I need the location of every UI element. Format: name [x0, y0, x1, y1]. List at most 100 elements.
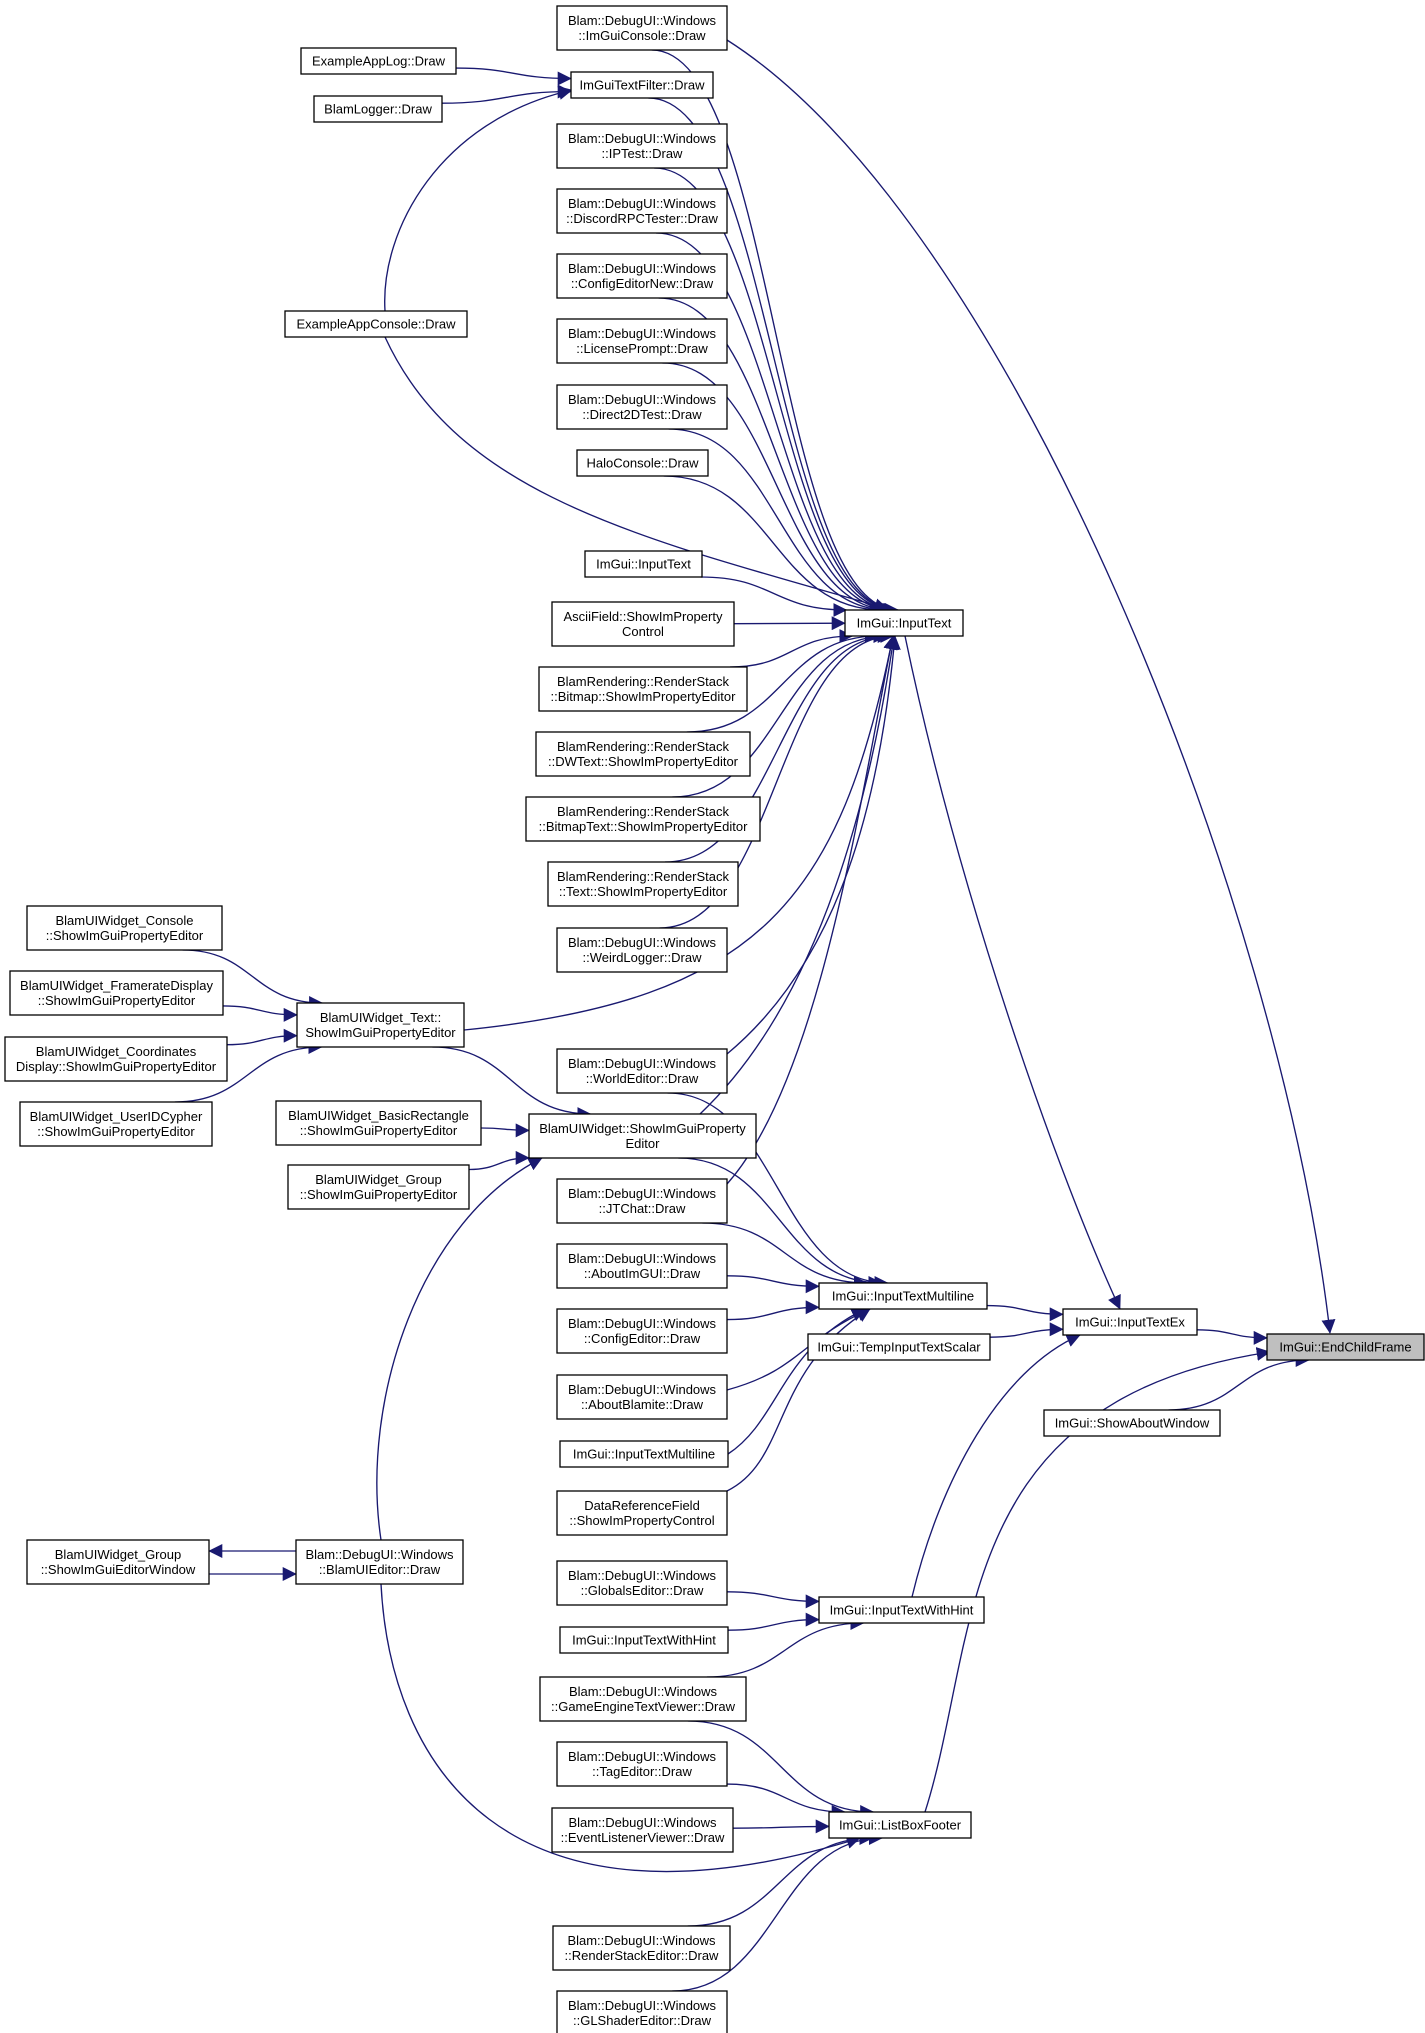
node-box-multiline2[interactable]: [559, 1440, 729, 1468]
node-multiline2[interactable]: ImGui::InputTextMultiline: [559, 1440, 729, 1468]
node-box-wgroup[interactable]: [287, 1164, 470, 1210]
node-box-jtchat[interactable]: [556, 1178, 728, 1224]
node-rstext[interactable]: BlamRendering::RenderStack::Text::ShowIm…: [547, 861, 739, 907]
node-confignew[interactable]: Blam::DebugUI::Windows::ConfigEditorNew:…: [556, 253, 728, 299]
node-box-renderstack[interactable]: [552, 1925, 731, 1971]
node-box-tempinput[interactable]: [807, 1333, 991, 1361]
node-box-glshader[interactable]: [556, 1990, 728, 2033]
node-multiline[interactable]: ImGui::InputTextMultiline: [818, 1282, 988, 1310]
node-bitmap[interactable]: BlamRendering::RenderStack::Bitmap::Show…: [538, 666, 748, 712]
node-box-globals[interactable]: [556, 1560, 728, 1606]
node-wcoords[interactable]: BlamUIWidget_CoordinatesDisplay::ShowImG…: [4, 1036, 228, 1082]
node-wgroupwin[interactable]: BlamUIWidget_Group::ShowImGuiEditorWindo…: [26, 1539, 210, 1585]
node-license[interactable]: Blam::DebugUI::Windows::LicensePrompt::D…: [556, 318, 728, 364]
node-tageditor[interactable]: Blam::DebugUI::Windows::TagEditor::Draw: [556, 1741, 728, 1787]
node-inputtext2[interactable]: ImGui::InputText: [584, 550, 703, 578]
node-box-halo[interactable]: [576, 449, 709, 477]
node-worldeditor[interactable]: Blam::DebugUI::Windows::WorldEditor::Dra…: [556, 1048, 728, 1094]
node-glshader[interactable]: Blam::DebugUI::Windows::GLShaderEditor::…: [556, 1990, 728, 2033]
node-withhint[interactable]: ImGui::InputTextWithHint: [818, 1596, 985, 1624]
node-box-inputtext2[interactable]: [584, 550, 703, 578]
node-eventlistener[interactable]: Blam::DebugUI::Windows::EventListenerVie…: [551, 1807, 734, 1853]
node-renderstack[interactable]: Blam::DebugUI::Windows::RenderStackEdito…: [552, 1925, 731, 1971]
node-widgetprop[interactable]: BlamUIWidget::ShowImGuiPropertyEditor: [528, 1113, 757, 1159]
node-box-license[interactable]: [556, 318, 728, 364]
node-box-wframerate[interactable]: [9, 970, 224, 1016]
node-box-tageditor[interactable]: [556, 1741, 728, 1787]
node-box-showabout[interactable]: [1043, 1409, 1221, 1437]
node-inputtextex[interactable]: ImGui::InputTextEx: [1062, 1308, 1198, 1336]
node-discord[interactable]: Blam::DebugUI::Windows::DiscordRPCTester…: [556, 188, 728, 234]
node-box-wtext[interactable]: [296, 1002, 465, 1048]
node-box-d2d[interactable]: [556, 384, 728, 430]
node-inputtext[interactable]: ImGui::InputText: [844, 609, 964, 637]
node-box-gametext[interactable]: [539, 1676, 747, 1722]
node-imguiconsole[interactable]: Blam::DebugUI::Windows::ImGuiConsole::Dr…: [556, 5, 728, 51]
node-weirdlogger[interactable]: Blam::DebugUI::Windows::WeirdLogger::Dra…: [556, 927, 728, 973]
node-box-aboutblamite[interactable]: [556, 1374, 728, 1420]
node-box-inputtext[interactable]: [844, 609, 964, 637]
node-endchild[interactable]: ImGui::EndChildFrame: [1266, 1333, 1425, 1361]
node-box-ascii[interactable]: [551, 601, 735, 647]
node-box-wuserid[interactable]: [19, 1101, 213, 1147]
node-aboutimgui[interactable]: Blam::DebugUI::Windows::AboutImGUI::Draw: [556, 1243, 728, 1289]
node-dwtext[interactable]: BlamRendering::RenderStack::DWText::Show…: [535, 731, 751, 777]
node-halo[interactable]: HaloConsole::Draw: [576, 449, 709, 477]
node-wuserid[interactable]: BlamUIWidget_UserIDCypher::ShowImGuiProp…: [19, 1101, 213, 1147]
node-showabout[interactable]: ImGui::ShowAboutWindow: [1043, 1409, 1221, 1437]
node-box-eventlistener[interactable]: [551, 1807, 734, 1853]
node-box-withhint[interactable]: [818, 1596, 985, 1624]
node-tempinput[interactable]: ImGui::TempInputTextScalar: [807, 1333, 991, 1361]
node-box-blamlogger[interactable]: [313, 95, 443, 123]
node-box-inputtextex[interactable]: [1062, 1308, 1198, 1336]
node-globals[interactable]: Blam::DebugUI::Windows::GlobalsEditor::D…: [556, 1560, 728, 1606]
node-box-wbasicrect[interactable]: [275, 1100, 482, 1146]
node-box-textfilter[interactable]: [570, 71, 714, 99]
node-d2d[interactable]: Blam::DebugUI::Windows::Direct2DTest::Dr…: [556, 384, 728, 430]
node-textfilter[interactable]: ImGuiTextFilter::Draw: [570, 71, 714, 99]
node-jtchat[interactable]: Blam::DebugUI::Windows::JTChat::Draw: [556, 1178, 728, 1224]
node-withhint2[interactable]: ImGui::InputTextWithHint: [559, 1626, 729, 1654]
node-dataref[interactable]: DataReferenceField::ShowImPropertyContro…: [556, 1490, 728, 1536]
node-box-multiline[interactable]: [818, 1282, 988, 1310]
node-applog[interactable]: ExampleAppLog::Draw: [300, 47, 457, 75]
node-wbasicrect[interactable]: BlamUIWidget_BasicRectangle::ShowImGuiPr…: [275, 1100, 482, 1146]
node-wgroup[interactable]: BlamUIWidget_Group::ShowImGuiPropertyEdi…: [287, 1164, 470, 1210]
node-box-wconsole[interactable]: [26, 905, 223, 951]
node-blamlogger[interactable]: BlamLogger::Draw: [313, 95, 443, 123]
node-box-dwtext[interactable]: [535, 731, 751, 777]
node-iptest[interactable]: Blam::DebugUI::Windows::IPTest::Draw: [556, 123, 728, 169]
node-box-confignew[interactable]: [556, 253, 728, 299]
node-box-wgroupwin[interactable]: [26, 1539, 210, 1585]
node-box-configeditor[interactable]: [556, 1308, 728, 1354]
node-configeditor[interactable]: Blam::DebugUI::Windows::ConfigEditor::Dr…: [556, 1308, 728, 1354]
node-box-weirdlogger[interactable]: [556, 927, 728, 973]
node-box-appconsole[interactable]: [284, 310, 468, 338]
node-box-uieditor[interactable]: [295, 1539, 464, 1585]
node-box-bitmap[interactable]: [538, 666, 748, 712]
node-box-endchild[interactable]: [1266, 1333, 1425, 1361]
node-aboutblamite[interactable]: Blam::DebugUI::Windows::AboutBlamite::Dr…: [556, 1374, 728, 1420]
node-box-widgetprop[interactable]: [528, 1113, 757, 1159]
node-wconsole[interactable]: BlamUIWidget_Console::ShowImGuiPropertyE…: [26, 905, 223, 951]
node-appconsole[interactable]: ExampleAppConsole::Draw: [284, 310, 468, 338]
node-box-rstext[interactable]: [547, 861, 739, 907]
node-wtext[interactable]: BlamUIWidget_Text::ShowImGuiPropertyEdit…: [296, 1002, 465, 1048]
node-uieditor[interactable]: Blam::DebugUI::Windows::BlamUIEditor::Dr…: [295, 1539, 464, 1585]
node-box-aboutimgui[interactable]: [556, 1243, 728, 1289]
node-box-bitmaptext[interactable]: [525, 796, 761, 842]
node-box-dataref[interactable]: [556, 1490, 728, 1536]
node-box-worldeditor[interactable]: [556, 1048, 728, 1094]
node-gametext[interactable]: Blam::DebugUI::Windows::GameEngineTextVi…: [539, 1676, 747, 1722]
node-box-applog[interactable]: [300, 47, 457, 75]
node-box-wcoords[interactable]: [4, 1036, 228, 1082]
node-box-imguiconsole[interactable]: [556, 5, 728, 51]
node-box-discord[interactable]: [556, 188, 728, 234]
node-listboxfooter[interactable]: ImGui::ListBoxFooter: [828, 1811, 972, 1839]
node-box-withhint2[interactable]: [559, 1626, 729, 1654]
node-bitmaptext[interactable]: BlamRendering::RenderStack::BitmapText::…: [525, 796, 761, 842]
node-box-listboxfooter[interactable]: [828, 1811, 972, 1839]
node-wframerate[interactable]: BlamUIWidget_FramerateDisplay::ShowImGui…: [9, 970, 224, 1016]
node-box-iptest[interactable]: [556, 123, 728, 169]
node-ascii[interactable]: AsciiField::ShowImPropertyControl: [551, 601, 735, 647]
